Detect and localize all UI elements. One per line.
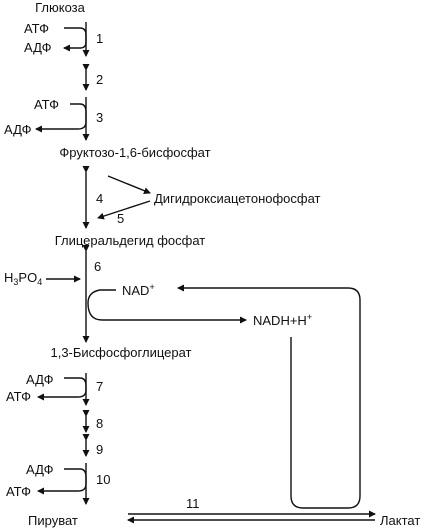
nadh-label: NADH+H+: [253, 312, 312, 328]
step3-number: 3: [96, 110, 103, 125]
step2-number: 2: [96, 72, 103, 87]
step5-number: 5: [117, 211, 124, 226]
step6-number: 6: [94, 259, 101, 274]
step8-number: 8: [96, 416, 103, 431]
step1-cofactor-curve: [63, 27, 87, 52]
step10-adp-label: АДФ: [26, 462, 54, 477]
step1-atp-label: АТФ: [24, 21, 49, 36]
step7-adp-label: АДФ: [26, 372, 54, 387]
step1-adp-label: АДФ: [24, 40, 52, 55]
step11-number: 11: [186, 496, 200, 511]
step10-number: 10: [96, 472, 110, 487]
step1-number: 1: [96, 31, 103, 46]
step4-number: 4: [96, 191, 103, 206]
f16bp-label: Фруктозо-1,6-бисфосфат: [59, 145, 210, 160]
step3-adp-label: АДФ: [4, 122, 32, 137]
glucose-label: Глюкоза: [35, 0, 86, 15]
pyruvate-label: Пируват: [28, 513, 78, 528]
g3p-label: Глицеральдегид фосфат: [55, 233, 206, 248]
step9-number: 9: [96, 442, 103, 457]
step3-atp-label: АТФ: [34, 97, 59, 112]
dhap-label: Дигидроксиацетонофосфат: [154, 191, 321, 206]
step7-number: 7: [96, 379, 103, 394]
step5-arrow-from-dhap: [97, 200, 151, 220]
nad-to-nadh-curve: [87, 289, 247, 324]
nad-label: NAD+: [122, 282, 155, 298]
nad-regeneration-loop: [177, 284, 361, 509]
bpg13-label: 1,3-Бисфосфоглицерат: [50, 345, 191, 360]
h3po4-label: H3PO4: [4, 270, 42, 287]
lactate-label: Лактат: [380, 513, 420, 528]
step10-atp-label: АТФ: [6, 484, 31, 499]
step7-atp-label: АТФ: [6, 389, 31, 404]
step5-arrow-to-dhap: [107, 175, 151, 194]
